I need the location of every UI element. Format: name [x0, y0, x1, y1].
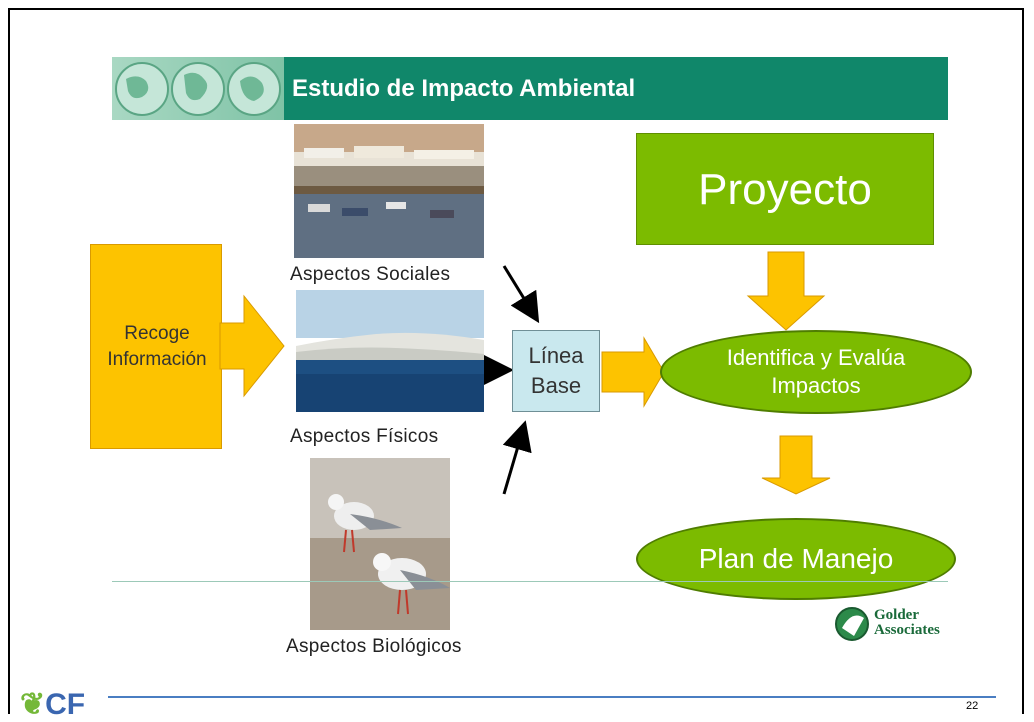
header-band: Estudio de Impacto Ambiental [112, 57, 948, 120]
identifica-down-arrow [761, 435, 831, 495]
identifica-line2: Impactos [771, 373, 861, 398]
recoge-line2: Información [107, 349, 207, 370]
golder-line1: Golder [874, 607, 919, 623]
footer-line [108, 696, 996, 698]
photo-gulls [310, 458, 450, 630]
golder-emblem-icon [835, 607, 869, 641]
proyecto-down-arrow [746, 251, 826, 331]
recoge-line1: Recoge [124, 323, 190, 344]
identifica-line1: Identifica y Evalúa [726, 345, 906, 370]
arrow-biologicos [502, 420, 532, 495]
golder-line2: Associates [874, 622, 940, 638]
recoge-label: Recoge Información [91, 321, 223, 373]
caption-sociales: Aspectos Sociales [290, 264, 451, 285]
caption-fisicos: Aspectos Físicos [290, 426, 439, 447]
slide-frame [8, 8, 1024, 714]
plan-ellipse: Plan de Manejo [636, 518, 956, 600]
golder-label: Golder Associates [874, 608, 940, 638]
caption-biologicos: Aspectos Biológicos [286, 636, 462, 657]
arrow-sociales [502, 265, 540, 324]
golder-logo: Golder Associates [834, 604, 952, 646]
photo-harbor [294, 124, 484, 258]
page-title: Estudio de Impacto Ambiental [292, 75, 636, 102]
divider-line [112, 581, 948, 582]
proyecto-box: Proyecto [636, 133, 934, 245]
cf-logo: ❦CF [20, 687, 85, 722]
leaf-icon: ❦ [20, 688, 46, 721]
recoge-box: Recoge Información [90, 244, 222, 449]
linea-line1: Línea [528, 343, 584, 368]
page-number: 22 [966, 700, 979, 712]
linea-base-box: Línea Base [512, 330, 600, 412]
identifica-ellipse: Identifica y Evalúa Impactos [660, 330, 972, 414]
linea-line2: Base [530, 373, 582, 398]
recoge-arrow [219, 294, 285, 398]
linea-to-identifica-arrow [601, 336, 665, 408]
photo-coast [296, 290, 484, 412]
cf-logo-text: CF [45, 688, 86, 721]
globe-icons [112, 57, 284, 120]
